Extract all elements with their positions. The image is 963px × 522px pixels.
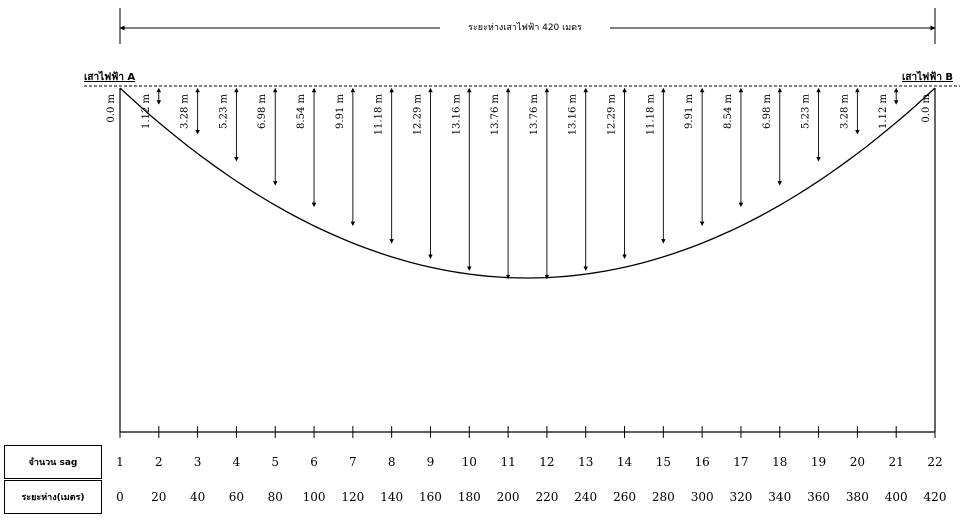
distance-value: 80 [267,490,283,504]
distance-value: 140 [380,490,404,504]
distance-value: 280 [651,490,675,504]
distance-value: 40 [189,490,206,504]
sag-number: 3 [193,455,202,469]
sag-number: 7 [349,455,357,469]
sag-value-label: 9.91 m [335,93,346,128]
sag-value-label: 3.28 m [839,93,850,128]
distance-value: 240 [574,490,598,504]
sag-value-label: 12.29 m [607,93,618,135]
sag-number: 17 [733,455,749,469]
sag-number: 22 [927,455,943,469]
sag-value-label: 13.16 m [451,93,462,135]
sag-number: 13 [578,455,594,469]
sag-value-label: 1.12 m [878,93,889,128]
sag-value-label: 1.12 m [141,93,152,128]
distance-value: 340 [768,490,792,504]
sag-number: 6 [310,455,318,469]
distance-value: 20 [151,490,167,504]
sag-value-label: 11.18 m [374,93,385,135]
distance-value: 200 [496,490,520,504]
sag-number: 10 [461,455,477,469]
sag-value-label: 13.76 m [529,93,540,135]
sag-value-label: 12.29 m [412,93,423,135]
sag-number: 18 [772,455,788,469]
sag-number: 4 [232,455,241,469]
conductor-sag-curve [119,87,936,279]
distance-value: 220 [535,490,559,504]
distance-value: 100 [302,490,326,504]
sag-value-label: 0.0 m [106,93,117,122]
distance-value: 400 [884,490,908,504]
sag-number: 8 [387,455,396,469]
sag-number: 21 [888,455,904,469]
distance-value: 160 [419,490,442,504]
distance-value: 380 [845,490,869,504]
sag-value-label: 6.98 m [257,93,268,128]
sag-value-label: 0.0 m [921,93,932,122]
distance-value: 320 [729,490,753,504]
sag-value-label: 8.54 m [296,93,307,128]
sag-number: 11 [500,455,516,469]
sag-number: 9 [426,455,435,469]
sag-number: 16 [694,455,710,469]
distance-label: ระยะห่าง(เมตร) [4,480,102,514]
distance-value: 0 [116,490,124,504]
sag-value-label: 5.23 m [218,93,229,128]
sag-value-label: 3.28 m [180,93,191,128]
sag-number: 5 [271,455,280,469]
sag-number: 19 [810,455,827,469]
distance-value: 180 [457,490,481,504]
distance-value: 360 [807,490,831,504]
sag-number: 20 [849,455,866,469]
distance-value: 420 [923,490,947,504]
sag-value-label: 11.18 m [645,93,656,135]
pole-b-label: เสาไฟฟ้า B [902,72,954,83]
distance-value: 300 [690,490,714,504]
sag-value-label: 13.16 m [568,93,579,135]
sag-number: 2 [154,455,163,469]
distance-value: 60 [228,490,245,504]
sag-number: 12 [539,455,555,469]
sag-count-label: จำนวน sag [4,445,102,479]
sag-value-label: 13.76 m [490,93,501,135]
sag-number: 15 [655,455,671,469]
distance-value: 120 [341,490,365,504]
sag-value-label: 5.23 m [801,93,812,128]
span-length-label: ระยะห่างเสาไฟฟ้า 420 เมตร [440,21,610,35]
sag-number: 14 [616,455,633,469]
sag-value-label: 6.98 m [762,93,773,128]
distance-value: 260 [613,490,636,504]
sag-number: 1 [116,455,124,469]
sag-value-label: 8.54 m [723,93,734,128]
sag-value-label: 9.91 m [684,93,695,128]
pole-a-label: เสาไฟฟ้า A [84,72,136,83]
